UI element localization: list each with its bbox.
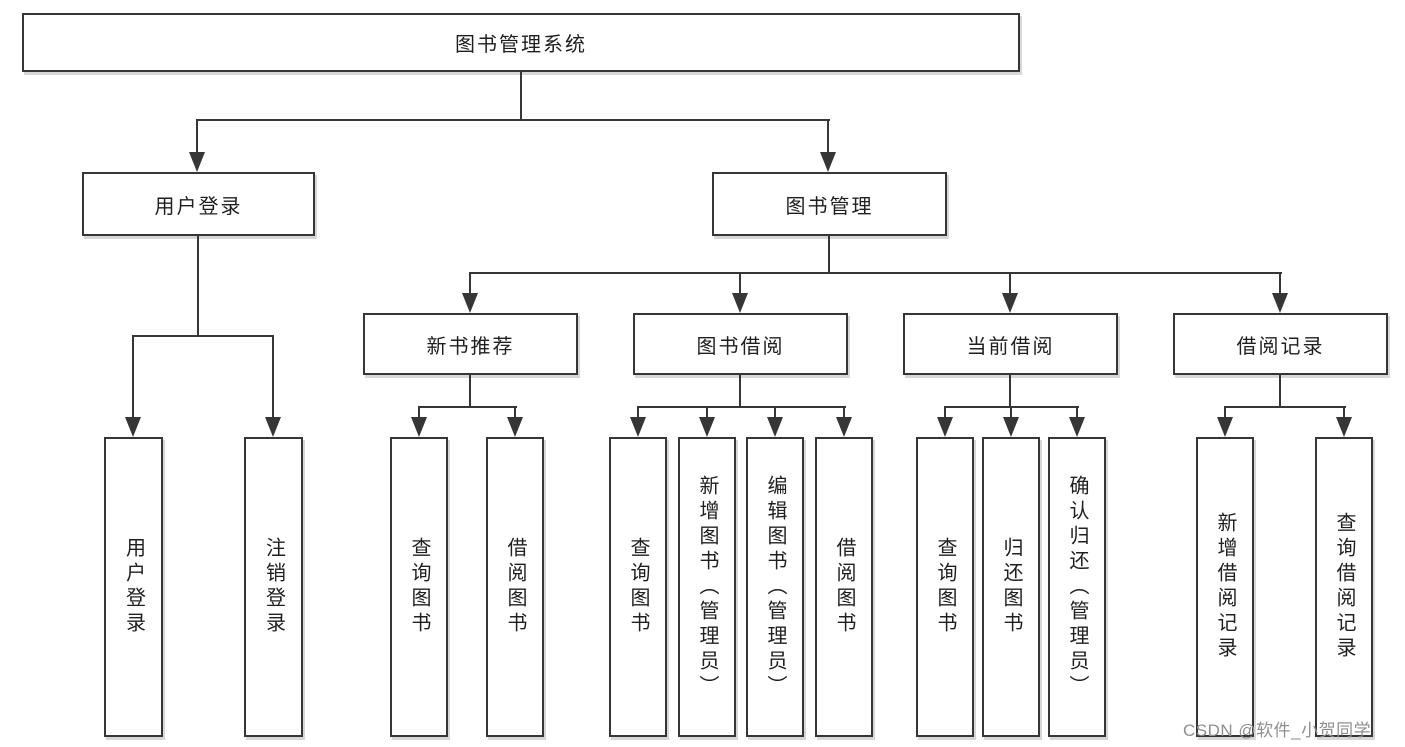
node-user-login-label: 用户登录 [154, 195, 243, 218]
arrowhead-icon [732, 293, 748, 313]
leaf-current-return: 归还图书 [982, 437, 1040, 737]
node-book-management-label: 图书管理 [785, 195, 874, 218]
connector-line [197, 236, 199, 337]
arrowhead-icon [1003, 417, 1019, 437]
node-book-borrow-label: 图书借阅 [696, 335, 785, 358]
leaf-record-query-label: 查询借阅记录 [1333, 512, 1355, 662]
arrowhead-icon [699, 417, 715, 437]
leaf-logout: 注销登录 [244, 437, 303, 737]
connector-line [132, 335, 274, 337]
leaf-logout-label: 注销登录 [262, 537, 285, 637]
connector-line [520, 71, 522, 120]
leaf-borrow-add: 新增图书（管理员） [678, 437, 736, 737]
leaf-current-confirm-label: 确认归还（管理员） [1066, 474, 1088, 700]
connector-line [469, 375, 471, 408]
connector-line [196, 119, 198, 153]
arrowhead-icon [507, 417, 523, 437]
connector-line [739, 375, 741, 408]
node-new-book-recommend-label: 新书推荐 [426, 335, 515, 358]
connector-line [1343, 406, 1345, 419]
leaf-current-return-label: 归还图书 [1000, 537, 1022, 637]
connector-line [514, 406, 516, 419]
connector-line [637, 406, 846, 408]
leaf-user-login: 用户登录 [104, 437, 163, 737]
arrowhead-icon [630, 417, 646, 437]
leaf-borrow-add-label: 新增图书（管理员） [696, 474, 718, 700]
node-current-borrow: 当前借阅 [903, 313, 1118, 375]
leaf-record-add-label: 新增借阅记录 [1214, 512, 1236, 662]
arrowhead-icon [820, 152, 836, 172]
arrowhead-icon [937, 417, 953, 437]
connector-line [828, 236, 830, 274]
leaf-newbook-query-label: 查询图书 [408, 537, 430, 637]
arrowhead-icon [1336, 417, 1352, 437]
arrowhead-icon [125, 417, 141, 437]
arrowhead-icon [411, 417, 427, 437]
node-user-login: 用户登录 [82, 172, 315, 236]
connector-line [469, 272, 1282, 274]
leaf-newbook-borrow: 借阅图书 [486, 437, 544, 737]
leaf-user-login-label: 用户登录 [122, 537, 145, 637]
connector-line [944, 406, 946, 419]
node-book-management: 图书管理 [712, 172, 947, 236]
leaf-current-query-label: 查询图书 [934, 537, 956, 637]
connector-line [637, 406, 639, 419]
leaf-borrow-borrow: 借阅图书 [815, 437, 873, 737]
leaf-borrow-query-label: 查询图书 [627, 537, 649, 637]
arrowhead-icon [1002, 293, 1018, 313]
connector-line [196, 119, 830, 121]
node-book-borrow: 图书借阅 [633, 313, 848, 375]
node-root-label: 图书管理系统 [455, 34, 587, 56]
connector-line [1279, 375, 1281, 408]
leaf-borrow-edit: 编辑图书（管理员） [746, 437, 804, 737]
connector-line [418, 406, 517, 408]
csdn-watermark: CSDN @软件_小贺同学 [1183, 721, 1372, 740]
leaf-borrow-edit-label: 编辑图书（管理员） [764, 474, 786, 700]
connector-line [706, 406, 708, 419]
leaf-newbook-borrow-label: 借阅图书 [504, 537, 526, 637]
node-new-book-recommend: 新书推荐 [363, 313, 578, 375]
connector-line [132, 335, 134, 418]
connector-line [469, 272, 471, 295]
leaf-current-query: 查询图书 [916, 437, 974, 737]
arrowhead-icon [1069, 417, 1085, 437]
connector-line [272, 335, 274, 418]
connector-line [843, 406, 845, 419]
connector-line [1224, 406, 1226, 419]
leaf-borrow-query: 查询图书 [609, 437, 667, 737]
arrowhead-icon [265, 417, 281, 437]
arrowhead-icon [462, 293, 478, 313]
leaf-current-confirm: 确认归还（管理员） [1048, 437, 1106, 737]
connector-line [739, 272, 741, 295]
connector-line [418, 406, 420, 419]
connector-line [1279, 272, 1281, 295]
node-root: 图书管理系统 [22, 13, 1020, 72]
node-borrow-records: 借阅记录 [1173, 313, 1388, 375]
connector-line [1009, 272, 1011, 295]
connector-line [827, 119, 829, 153]
leaf-record-add: 新增借阅记录 [1196, 437, 1254, 737]
arrowhead-icon [1272, 293, 1288, 313]
leaf-borrow-borrow-label: 借阅图书 [833, 537, 855, 637]
node-current-borrow-label: 当前借阅 [966, 335, 1055, 358]
arrowhead-icon [767, 417, 783, 437]
connector-line [1076, 406, 1078, 419]
connector-line [1224, 406, 1346, 408]
connector-line [1009, 375, 1011, 408]
connector-line [774, 406, 776, 419]
leaf-record-query: 查询借阅记录 [1315, 437, 1373, 737]
connector-line [1010, 406, 1012, 419]
leaf-newbook-query: 查询图书 [390, 437, 448, 737]
node-borrow-records-label: 借阅记录 [1236, 335, 1325, 358]
arrowhead-icon [836, 417, 852, 437]
arrowhead-icon [1217, 417, 1233, 437]
arrowhead-icon [189, 152, 205, 172]
